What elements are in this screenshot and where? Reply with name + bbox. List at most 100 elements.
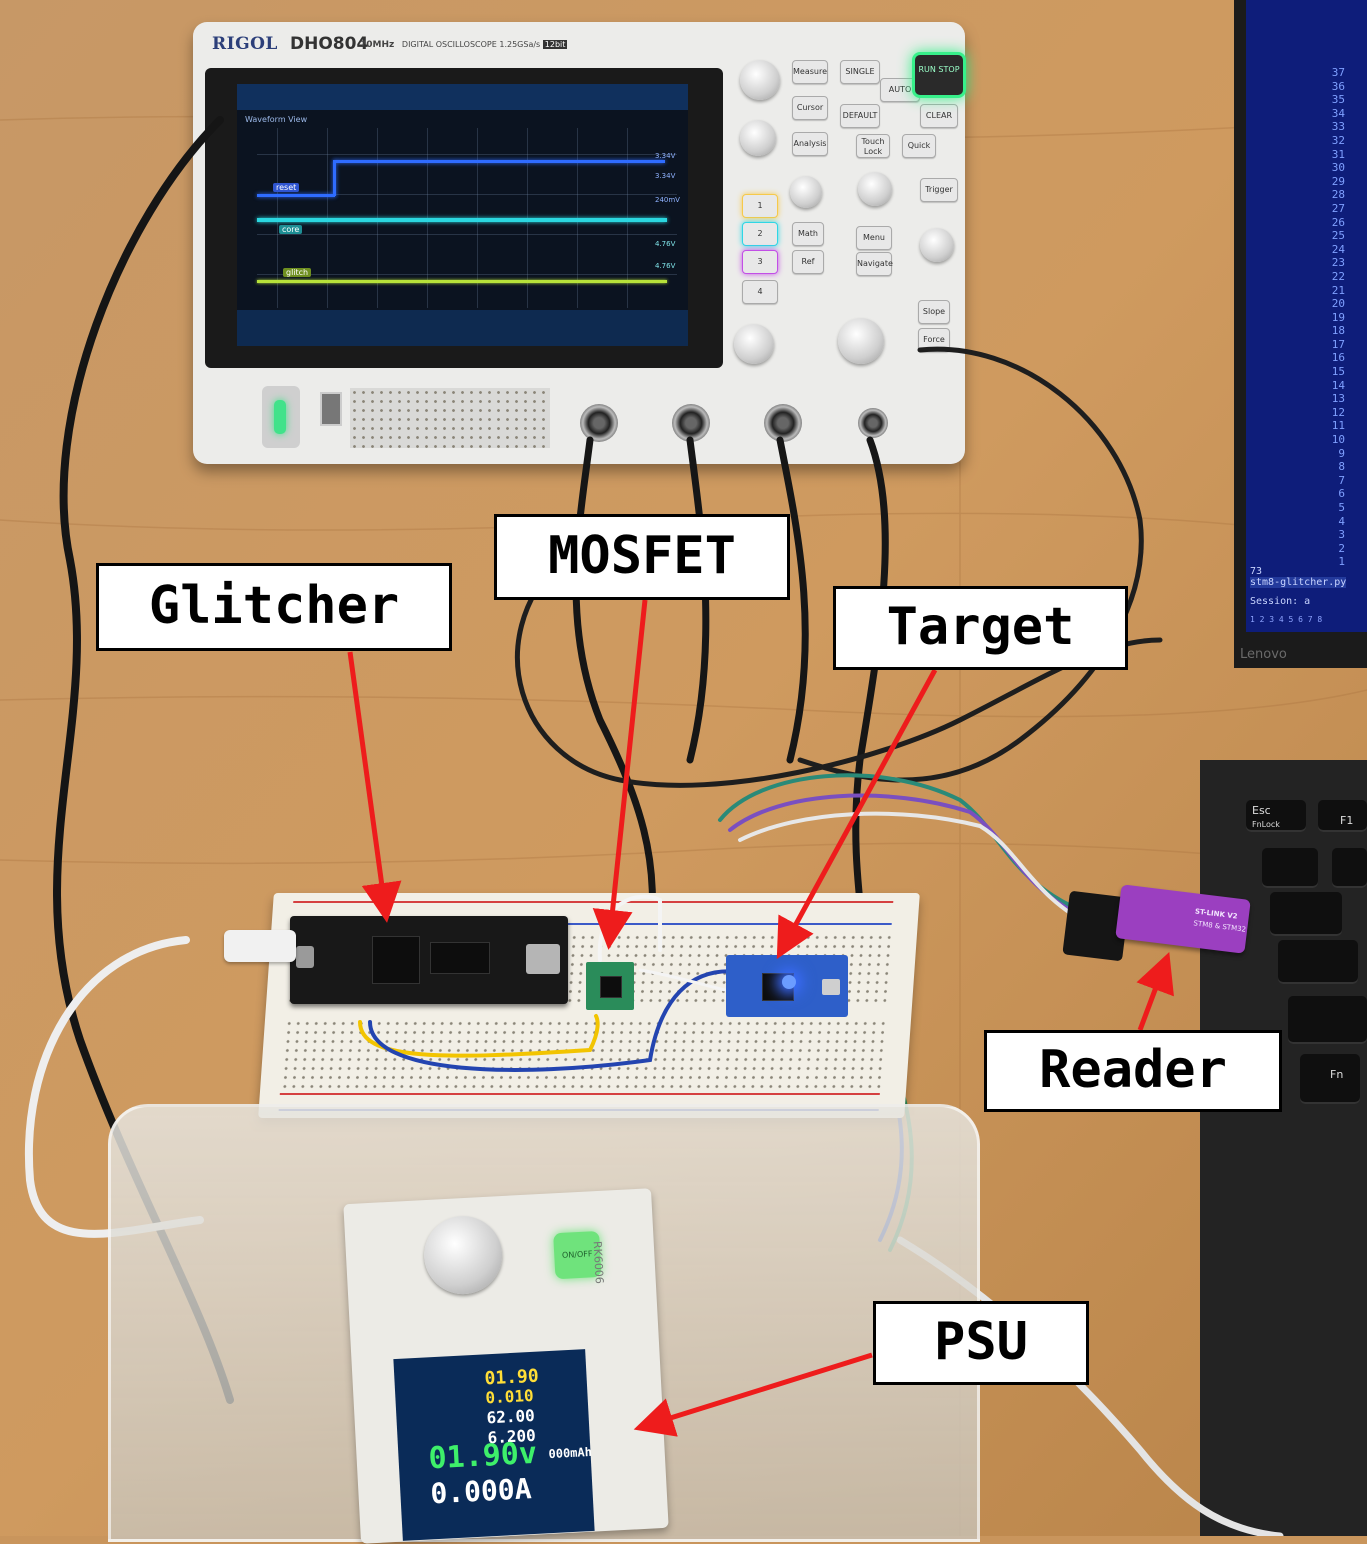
esc-key-label: Esc (1252, 804, 1271, 817)
scope-bandwidth: 70MHz (360, 40, 395, 50)
reader-label: Reader (984, 1030, 1282, 1112)
run-stop-label: RUN STOP (918, 65, 960, 74)
mosfet-arrow (592, 599, 648, 950)
f1-key-label: F1 (1340, 814, 1354, 827)
readout-2: 3.34V (655, 172, 676, 180)
grid-line (257, 194, 677, 195)
slope-button[interactable]: Slope (918, 300, 950, 324)
grid-line (257, 274, 677, 275)
trace-label-glitch: glitch (283, 268, 312, 277)
editor-line-number: 29 (1331, 174, 1345, 188)
readout-4: 4.76V (655, 240, 676, 248)
usb-port[interactable] (320, 392, 342, 426)
editor-line-number: 5 (1338, 501, 1345, 514)
editor-line-number: 34 (1331, 106, 1345, 120)
capslock-key[interactable] (1278, 940, 1358, 984)
math-button[interactable]: Math (792, 222, 824, 246)
target-board (726, 955, 848, 1017)
editor-line-number: 9 (1338, 446, 1345, 460)
usb-c-plug (224, 930, 296, 962)
laptop-keyboard (1200, 760, 1367, 1536)
readout-5: 4.76V (655, 262, 676, 270)
number-key[interactable] (1332, 848, 1367, 888)
editor-line-number: 25 (1331, 229, 1345, 243)
scope-channel-bar (237, 310, 688, 346)
esc-key[interactable]: Esc FnLock (1246, 800, 1306, 832)
mosfet-chip (600, 976, 622, 998)
editor-line-number: 30 (1331, 161, 1345, 175)
vertical-position-knob[interactable] (790, 176, 822, 208)
multipurpose-knob[interactable] (740, 60, 780, 100)
editor-line-number: 28 (1331, 188, 1345, 202)
scope-spec: 70MHz DIGITAL OSCILLOSCOPE 1.25GSa/s 12b… (360, 40, 568, 50)
editor-line-number: 19 (1331, 310, 1345, 324)
channel-3-button[interactable]: 3 (742, 250, 778, 274)
scope-screen[interactable]: Waveform View reset core glitch 3.34V 3.… (237, 84, 688, 346)
shift-key[interactable] (1288, 996, 1367, 1044)
channel-4-button[interactable]: 4 (742, 280, 778, 304)
channel-4-input[interactable] (858, 408, 888, 438)
editor-line-number: 20 (1331, 297, 1345, 311)
horizontal-position-knob[interactable] (858, 172, 892, 206)
touch-lock-button[interactable]: Touch Lock (856, 134, 890, 158)
scope-spec-text: DIGITAL OSCILLOSCOPE 1.25GSa/s (401, 40, 541, 49)
target-arrow (776, 668, 938, 960)
editor-line-number: 18 (1331, 324, 1345, 338)
editor-line-number: 24 (1331, 242, 1345, 256)
navigate-button[interactable]: Navigate (856, 252, 893, 276)
laptop-display[interactable] (1246, 0, 1367, 632)
channel-1-input[interactable] (580, 404, 618, 442)
editor-line-number: 15 (1331, 365, 1345, 379)
multipurpose-knob-2[interactable] (740, 120, 776, 156)
scope-bits: 12bit (542, 40, 568, 49)
editor-line-number: 37 (1331, 66, 1345, 79)
glitcher-label: Glitcher (96, 563, 452, 651)
editor-line-number: 33 (1331, 120, 1345, 134)
session-tabs: 1 2 3 4 5 6 7 8 (1250, 615, 1323, 624)
cursor-button[interactable]: Cursor (792, 96, 828, 120)
channel-1-button[interactable]: 1 (742, 194, 778, 218)
editor-line-number: 35 (1331, 93, 1345, 107)
menu-button[interactable]: Menu (856, 226, 892, 250)
horizontal-scale-knob[interactable] (838, 318, 884, 364)
editor-line-number: 13 (1331, 392, 1345, 406)
tab-key[interactable] (1270, 892, 1342, 936)
power-button[interactable] (262, 386, 300, 448)
editor-line-number: 21 (1331, 283, 1345, 297)
channel-2-button[interactable]: 2 (742, 222, 778, 246)
channel-2-input[interactable] (672, 404, 710, 442)
f1-key[interactable]: F1 (1318, 800, 1367, 832)
measure-button[interactable]: Measure (792, 60, 828, 84)
trigger-button[interactable]: Trigger (920, 178, 958, 202)
flash-chip (430, 942, 490, 974)
analysis-button[interactable]: Analysis (792, 132, 828, 156)
readout-1: 3.34V (655, 152, 676, 160)
quick-button[interactable]: Quick (902, 134, 936, 158)
scope-status-bar (237, 84, 688, 110)
run-stop-button[interactable]: RUN STOP (912, 52, 966, 98)
editor-line-number: 22 (1331, 269, 1345, 283)
editor-line-number: 6 (1338, 487, 1345, 501)
mosfet-module (586, 962, 634, 1010)
clear-button[interactable]: CLEAR (920, 104, 958, 128)
readout-3: 240mV (655, 196, 680, 204)
waveform-view-title: Waveform View (245, 115, 308, 124)
backtick-key[interactable] (1262, 848, 1318, 888)
reset-trace-edge (333, 160, 336, 196)
editor-line-number: 26 (1331, 215, 1345, 229)
target-led (782, 975, 796, 989)
channel-3-input[interactable] (764, 404, 802, 442)
usb-c-port (296, 946, 314, 968)
default-button[interactable]: DEFAULT (840, 104, 880, 128)
ref-button[interactable]: Ref (792, 250, 824, 274)
single-button[interactable]: SINGLE (840, 60, 880, 84)
editor-line-number: 17 (1331, 337, 1345, 351)
fpga-chip (372, 936, 420, 984)
fn-key[interactable]: Fn (1300, 1054, 1360, 1104)
vertical-scale-knob[interactable] (734, 324, 774, 364)
hdmi-port (526, 944, 560, 974)
trigger-level-knob[interactable] (920, 228, 954, 262)
reset-trace-high (335, 160, 665, 163)
editor-line-number: 36 (1331, 79, 1345, 93)
mosfet-label: MOSFET (494, 514, 790, 600)
